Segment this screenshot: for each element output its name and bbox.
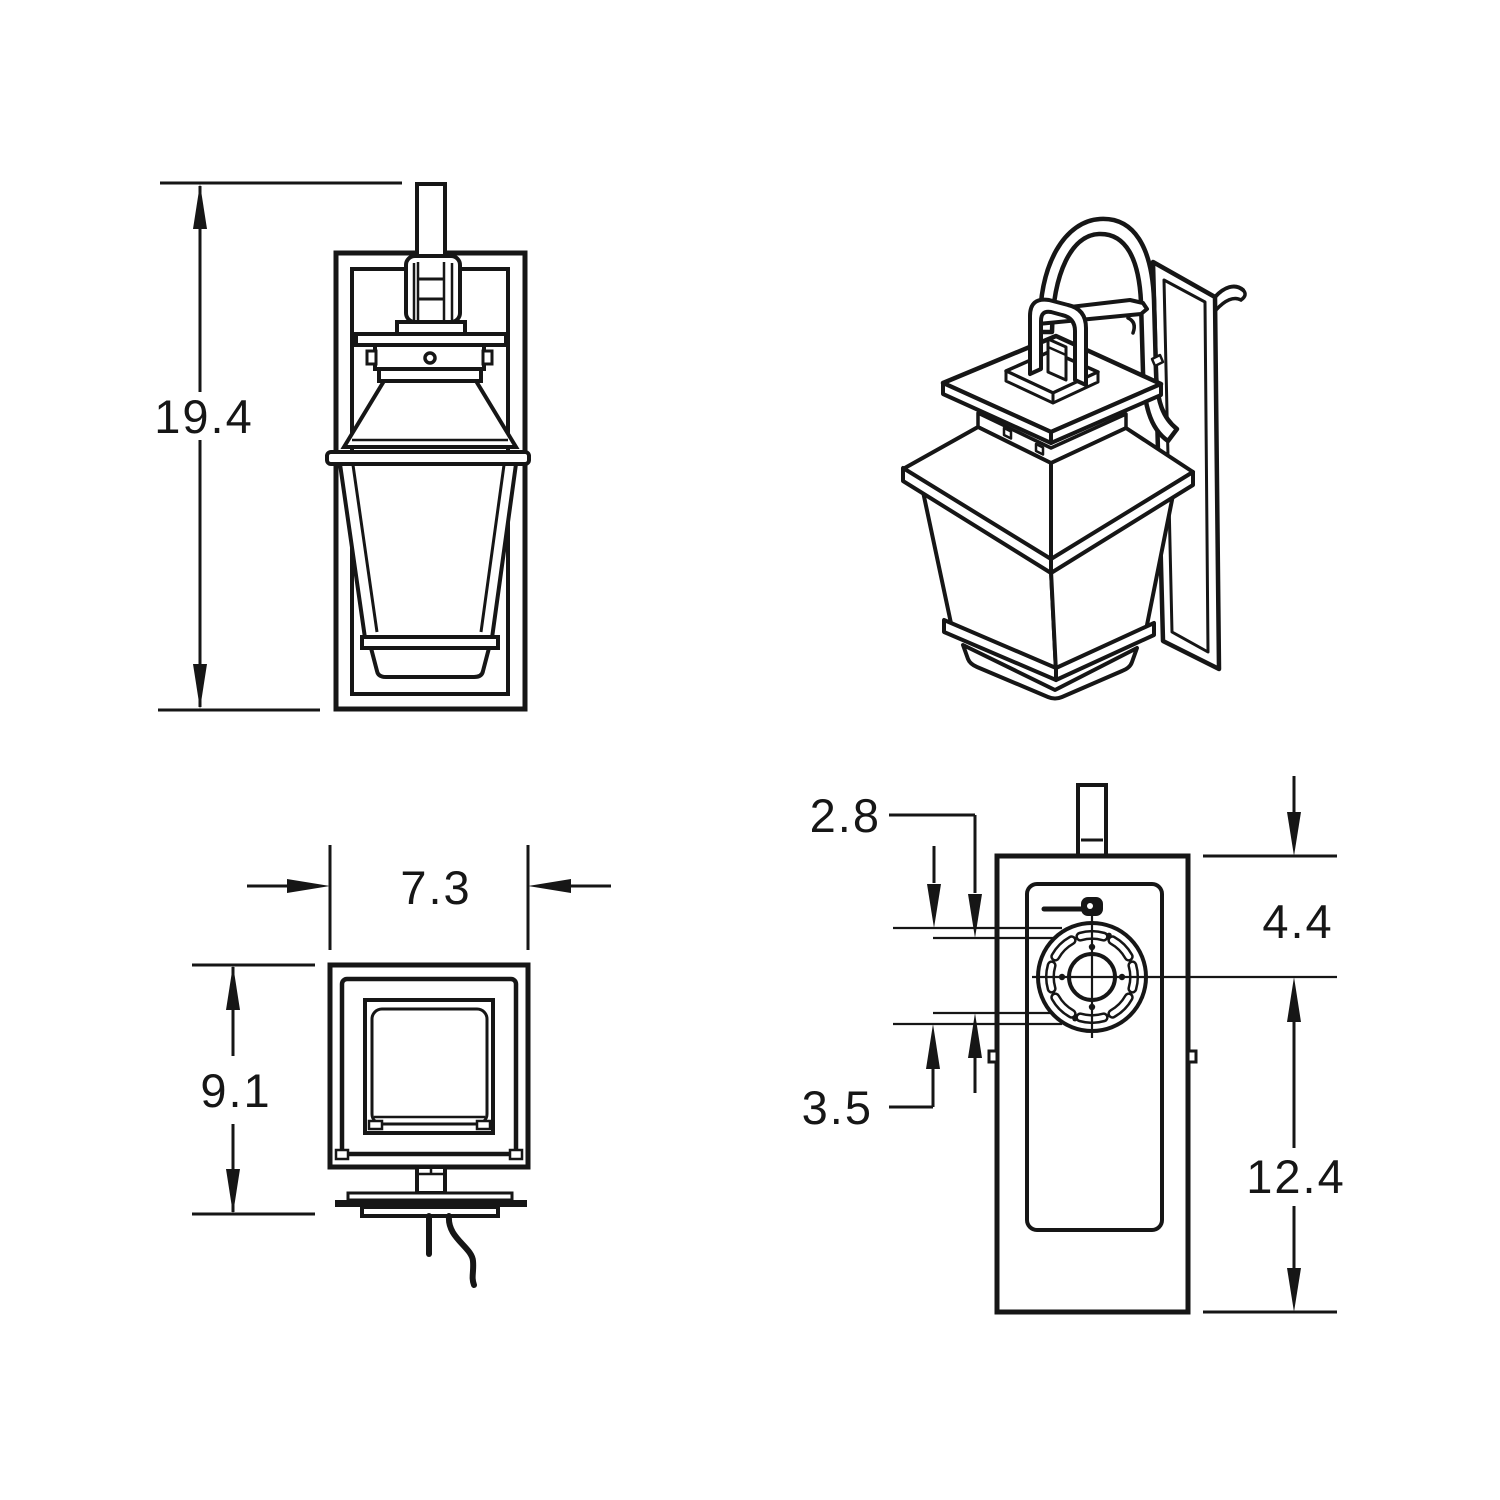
side-tab-right <box>1186 1049 1198 1064</box>
plan-lantern <box>327 962 531 1288</box>
arrow-left-icon <box>528 879 571 893</box>
front-height-dimension: 19.4 <box>154 181 402 712</box>
extension-lines <box>192 963 315 1216</box>
outer-square <box>327 962 531 1170</box>
canopy-tabs <box>1002 426 1045 456</box>
plan-width-dimension: 7.3 <box>247 845 611 950</box>
arrow-up-icon <box>1287 977 1301 1022</box>
stem-rungs <box>418 277 444 301</box>
crosshair-lines <box>1032 915 1337 1038</box>
saddle-cube-line <box>1046 345 1068 357</box>
glass-inner-lines <box>351 464 506 633</box>
foot-outer-left <box>334 1148 350 1161</box>
arrow-down-icon <box>1287 812 1301 856</box>
plate-nub <box>1150 353 1165 368</box>
side-tab-left <box>987 1049 999 1064</box>
plan-depth-dimension: 9.1 <box>192 963 315 1216</box>
gooseneck-arm <box>1037 216 1180 444</box>
screw-head-slot <box>1087 903 1093 909</box>
shade-cone <box>340 379 520 449</box>
pedestal-sides <box>1004 369 1100 405</box>
arrow-up-icon <box>926 1024 940 1069</box>
arrow-up-icon <box>968 1013 982 1058</box>
mid-belt <box>325 450 531 466</box>
back-view: 2.8 3.5 4.4 12.4 <box>802 776 1345 1315</box>
front-view: 19.4 <box>154 181 531 712</box>
plan-view: 7.3 9.1 <box>192 845 611 1288</box>
inner-rounded-square <box>370 1007 489 1126</box>
perspective-view <box>901 216 1247 701</box>
third-square <box>363 998 495 1135</box>
foot-outer-right <box>508 1148 524 1161</box>
back-left-dimensions: 2.8 3.5 <box>802 789 982 1134</box>
stem-section-lines <box>418 1167 444 1176</box>
dimension-label-width: 7.3 <box>400 861 471 914</box>
dimension-label-lower-small: 3.5 <box>802 1081 873 1134</box>
belt-right-face <box>1049 470 1195 575</box>
leader-2-8 <box>889 813 977 893</box>
mounting-ring <box>1032 897 1337 1038</box>
bottom-cup <box>368 646 492 679</box>
dimension-label-depth: 9.1 <box>200 1064 271 1117</box>
power-cord <box>445 1213 477 1288</box>
canopy-ear-left <box>365 349 378 366</box>
canopy-ear-right <box>481 349 494 366</box>
bottom-rim-right-face <box>1054 621 1156 682</box>
mounting-stem <box>415 182 447 264</box>
thin-plate-edge <box>346 1191 514 1202</box>
arrow-up-icon <box>193 184 207 229</box>
arrow-down-icon <box>1287 1268 1301 1312</box>
slot-reference-lines <box>893 926 1086 1026</box>
scroll-curl-icon <box>1213 284 1245 299</box>
scroll-curl-inner <box>1214 288 1247 312</box>
canopy-screw-icon <box>423 351 437 365</box>
dimension-label-upper-small: 2.8 <box>810 789 881 842</box>
arrow-down-icon <box>226 1169 240 1214</box>
dimension-label-top-to-center: 4.4 <box>1262 895 1333 948</box>
wall-plate-edge <box>335 1200 527 1207</box>
dimension-label-center-to-bottom: 12.4 <box>1246 1150 1345 1203</box>
arrow-down-icon <box>193 664 207 709</box>
arrow-down-icon <box>968 894 982 938</box>
rod-hook-icon <box>1126 316 1136 335</box>
arrow-down-icon <box>927 884 941 928</box>
extension-lines <box>328 845 530 950</box>
foot-inner-left <box>367 1119 384 1131</box>
back-plate-recess <box>1025 882 1164 1232</box>
second-square <box>339 976 519 1157</box>
back-right-dimensions: 4.4 12.4 <box>1203 776 1345 1314</box>
foot-inner-right <box>475 1119 492 1131</box>
back-stem <box>1076 783 1108 858</box>
arrow-up-icon <box>226 965 240 1010</box>
top-plate-thickness-right <box>1049 382 1163 445</box>
leader-3-5 <box>889 1069 935 1109</box>
bottom-cup-3d <box>961 643 1139 701</box>
front-lantern <box>325 182 531 712</box>
arrow-right-icon <box>287 879 330 893</box>
bracket-inner-lines <box>412 262 454 322</box>
saddle-cube <box>1046 337 1068 382</box>
saddle-clamp <box>1028 297 1088 387</box>
dimension-label-height: 19.4 <box>154 390 253 443</box>
back-fixture <box>893 783 1337 1315</box>
